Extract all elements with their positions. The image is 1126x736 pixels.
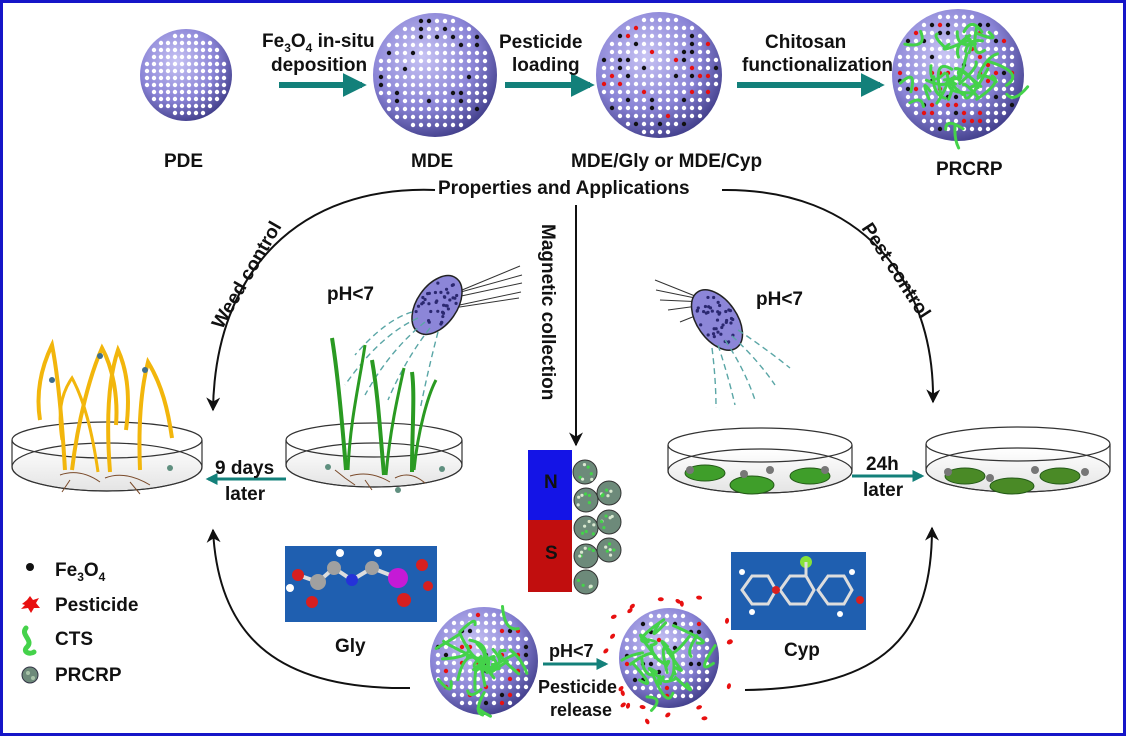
label-24h-later: later bbox=[863, 480, 904, 501]
dish-insects-dead bbox=[925, 426, 1111, 495]
label-ph-bottom: pH<7 bbox=[549, 641, 594, 661]
step-functionalization-label-2: functionalization bbox=[742, 55, 893, 76]
label-24h: 24h bbox=[866, 454, 899, 475]
arrow-pest-branch bbox=[721, 188, 941, 404]
step-deposition-label: Fe3O4 in-situ bbox=[262, 31, 375, 55]
prcrp-after-release bbox=[603, 595, 733, 725]
stage-label-pde: PDE bbox=[164, 151, 203, 172]
label-weed-control: Weed control bbox=[208, 218, 286, 332]
legend-prcrp-marker bbox=[21, 666, 39, 684]
prcrp-before-release bbox=[430, 605, 538, 718]
stage-label-prcrp: PRCRP bbox=[936, 159, 1003, 180]
legend-pesticide-marker bbox=[21, 596, 40, 613]
dish-young-plants bbox=[285, 337, 463, 493]
legend-fe3o4-marker bbox=[26, 563, 34, 571]
prcrp-sphere bbox=[892, 9, 1030, 150]
legend: Fe3O4 Pesticide CTS PRCRP bbox=[21, 560, 138, 686]
magnet bbox=[528, 450, 622, 595]
label-ph-right: pH<7 bbox=[756, 289, 803, 310]
legend-pesticide-label: Pesticide bbox=[55, 595, 138, 616]
arrow-weed-branch bbox=[206, 188, 436, 412]
label-pest-control: Pest control bbox=[857, 219, 934, 323]
arrow-bottom-right bbox=[744, 526, 939, 691]
step-deposition-label-2: deposition bbox=[271, 55, 367, 76]
label-magnetic-collection: Magnetic collection bbox=[537, 224, 558, 400]
label-9-days-later: later bbox=[225, 484, 266, 505]
magnet-south-label: S bbox=[545, 543, 558, 564]
center-title: Properties and Applications bbox=[438, 178, 690, 199]
dish-insects-alive bbox=[667, 427, 853, 495]
mde-sphere bbox=[373, 13, 497, 137]
cyp-molecule-image bbox=[731, 552, 866, 630]
sprinkler-left bbox=[344, 265, 523, 411]
legend-cts-marker bbox=[22, 625, 37, 656]
legend-prcrp-label: PRCRP bbox=[55, 665, 122, 686]
step-loading-label-1: Pesticide bbox=[499, 32, 582, 53]
label-gly: Gly bbox=[335, 636, 366, 657]
sprinkler-right bbox=[654, 279, 791, 409]
pde-sphere bbox=[140, 29, 232, 121]
label-9-days: 9 days bbox=[215, 458, 274, 479]
step-loading-label-2: loading bbox=[512, 55, 580, 76]
gly-molecule-image bbox=[285, 546, 437, 622]
stage-label-mde-gly-cyp: MDE/Gly or MDE/Cyp bbox=[571, 151, 762, 172]
legend-fe3o4-label: Fe3O4 bbox=[55, 560, 106, 584]
label-ph-left: pH<7 bbox=[327, 284, 374, 305]
dish-wilted-plants bbox=[11, 338, 203, 495]
label-pesticide-release-2: release bbox=[550, 700, 612, 720]
stage-label-mde: MDE bbox=[411, 151, 453, 172]
magnet-north-label: N bbox=[544, 472, 558, 493]
step-functionalization-label-1: Chitosan bbox=[765, 32, 846, 53]
label-cyp: Cyp bbox=[784, 640, 820, 661]
legend-cts-label: CTS bbox=[55, 629, 93, 650]
label-pesticide-release-1: Pesticide bbox=[538, 677, 617, 697]
mde-gly-cyp-sphere bbox=[596, 12, 722, 138]
arrow-bottom-left bbox=[206, 528, 411, 690]
